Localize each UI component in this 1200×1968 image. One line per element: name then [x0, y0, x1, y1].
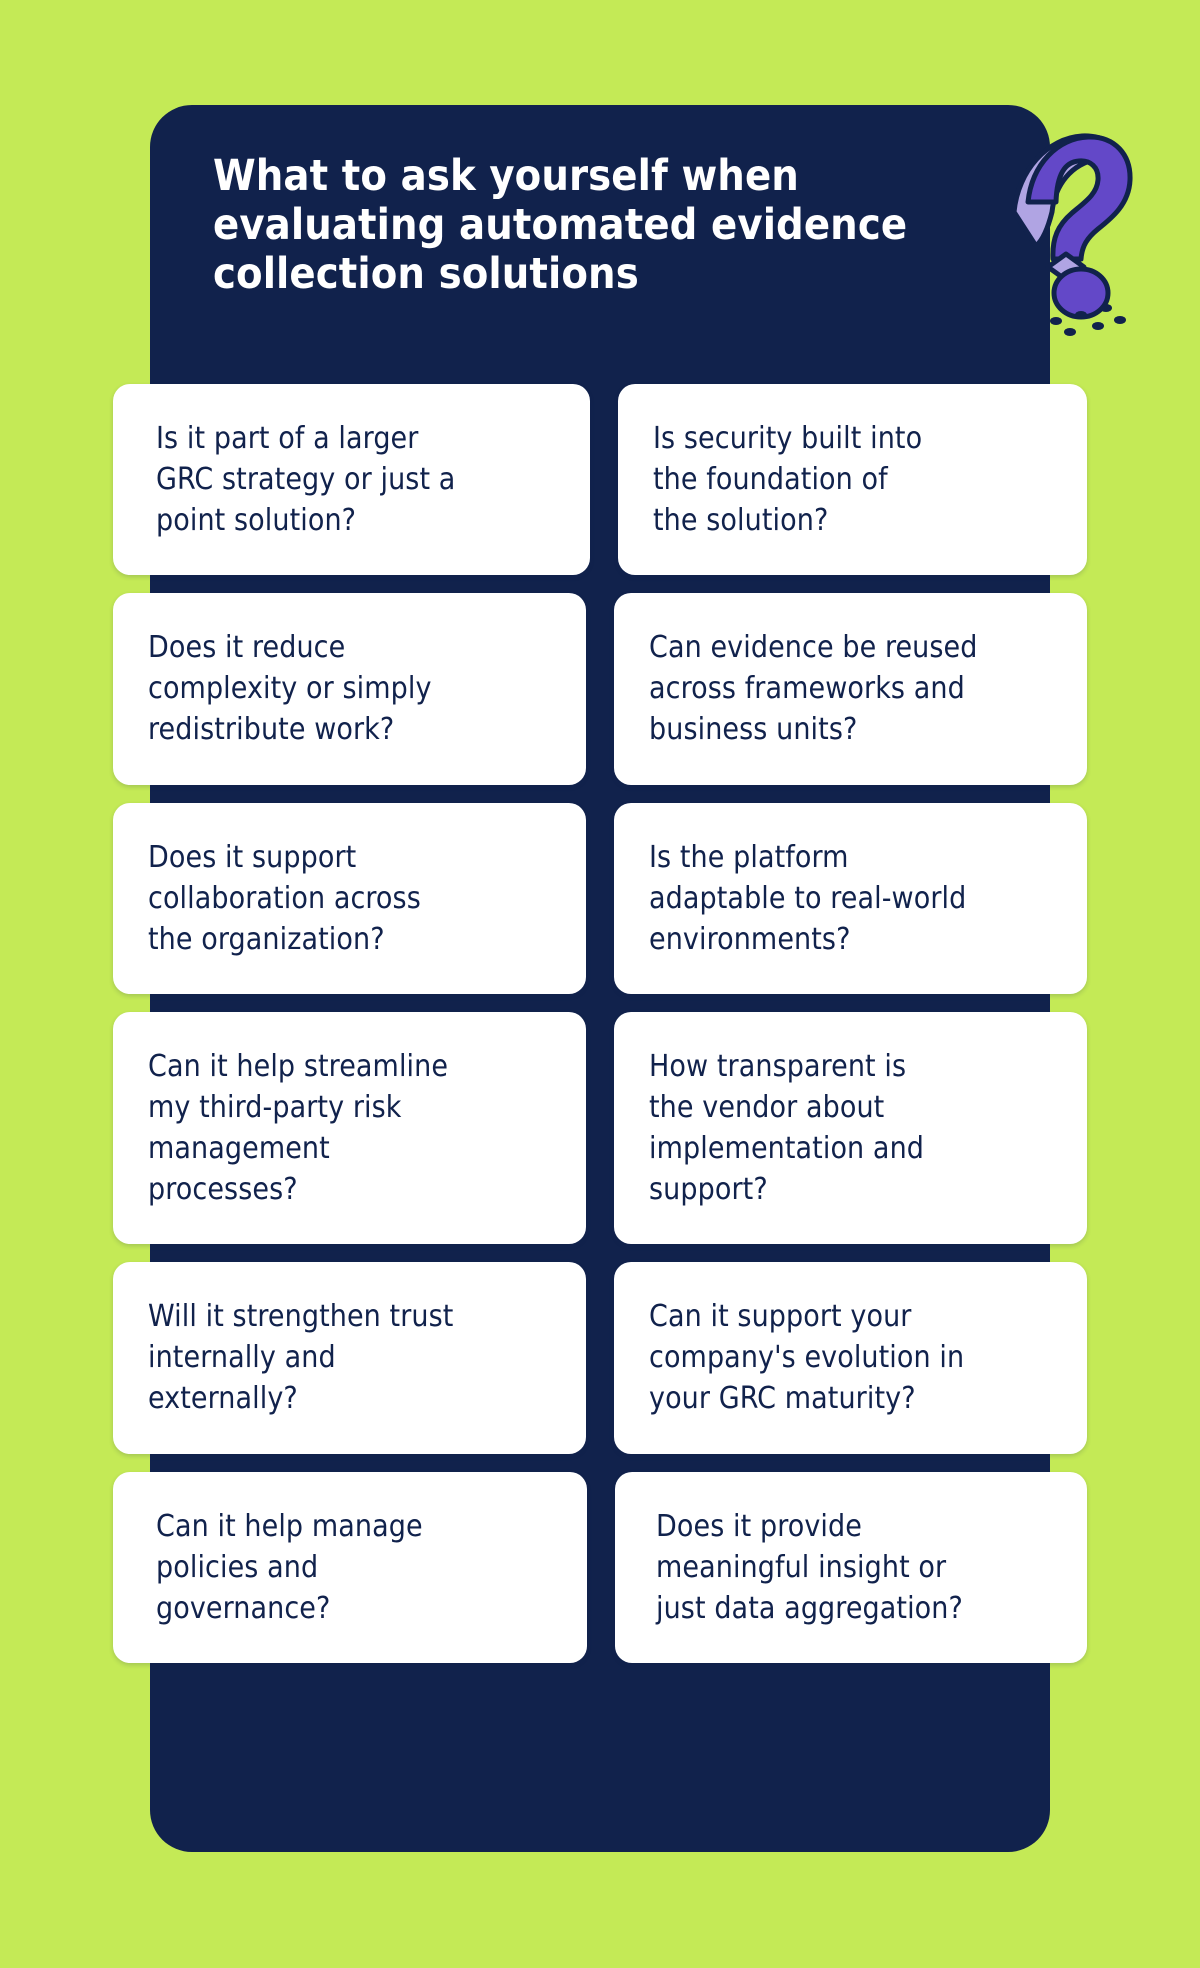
- card-row: Can it help manage policies and governan…: [113, 1471, 1087, 1663]
- question-card[interactable]: Does it reduce complexity or simply redi…: [113, 593, 586, 785]
- question-card[interactable]: Is the platform adaptable to real-world …: [614, 802, 1087, 994]
- question-card-text: Does it support collaboration across the…: [148, 839, 421, 957]
- card-row: Is it part of a larger GRC strategy or j…: [113, 384, 1087, 576]
- header-block: What to ask yourself when evaluating aut…: [213, 151, 1003, 300]
- question-card-text: Is it part of a larger GRC strategy or j…: [156, 421, 456, 539]
- question-card[interactable]: Is it part of a larger GRC strategy or j…: [113, 384, 590, 576]
- question-card-text: Does it provide meaningful insight or ju…: [656, 1508, 963, 1626]
- page-title: What to ask yourself when evaluating aut…: [213, 151, 908, 300]
- question-card[interactable]: Is security built into the foundation of…: [618, 384, 1087, 576]
- question-mark-icon: [1008, 128, 1133, 343]
- card-row: Does it support collaboration across the…: [113, 802, 1087, 994]
- question-card[interactable]: Does it provide meaningful insight or ju…: [615, 1471, 1087, 1663]
- question-card-text: Can it support your company's evolution …: [649, 1299, 965, 1417]
- question-card-text: Can it help manage policies and governan…: [156, 1508, 423, 1626]
- card-row: Does it reduce complexity or simply redi…: [113, 593, 1087, 785]
- question-card-text: Will it strengthen trust internally and …: [148, 1299, 454, 1417]
- question-card-text: How transparent is the vendor about impl…: [649, 1048, 925, 1208]
- question-card[interactable]: Does it support collaboration across the…: [113, 802, 586, 994]
- question-card-text: Does it reduce complexity or simply redi…: [148, 630, 432, 748]
- question-card-text: Is the platform adaptable to real-world …: [649, 839, 967, 957]
- question-card-grid: Is it part of a larger GRC strategy or j…: [113, 384, 1087, 1663]
- question-card[interactable]: Can evidence be reused across frameworks…: [614, 593, 1087, 785]
- question-card[interactable]: Can it help manage policies and governan…: [113, 1471, 587, 1663]
- card-row: Can it help streamline my third-party ri…: [113, 1011, 1087, 1245]
- question-card[interactable]: Can it help streamline my third-party ri…: [113, 1011, 586, 1245]
- question-card-text: Can evidence be reused across frameworks…: [649, 630, 978, 748]
- question-card[interactable]: How transparent is the vendor about impl…: [614, 1011, 1087, 1245]
- question-card[interactable]: Will it strengthen trust internally and …: [113, 1262, 586, 1454]
- card-row: Will it strengthen trust internally and …: [113, 1262, 1087, 1454]
- question-card[interactable]: Can it support your company's evolution …: [614, 1262, 1087, 1454]
- question-card-text: Can it help streamline my third-party ri…: [148, 1048, 449, 1208]
- question-card-text: Is security built into the foundation of…: [653, 421, 923, 539]
